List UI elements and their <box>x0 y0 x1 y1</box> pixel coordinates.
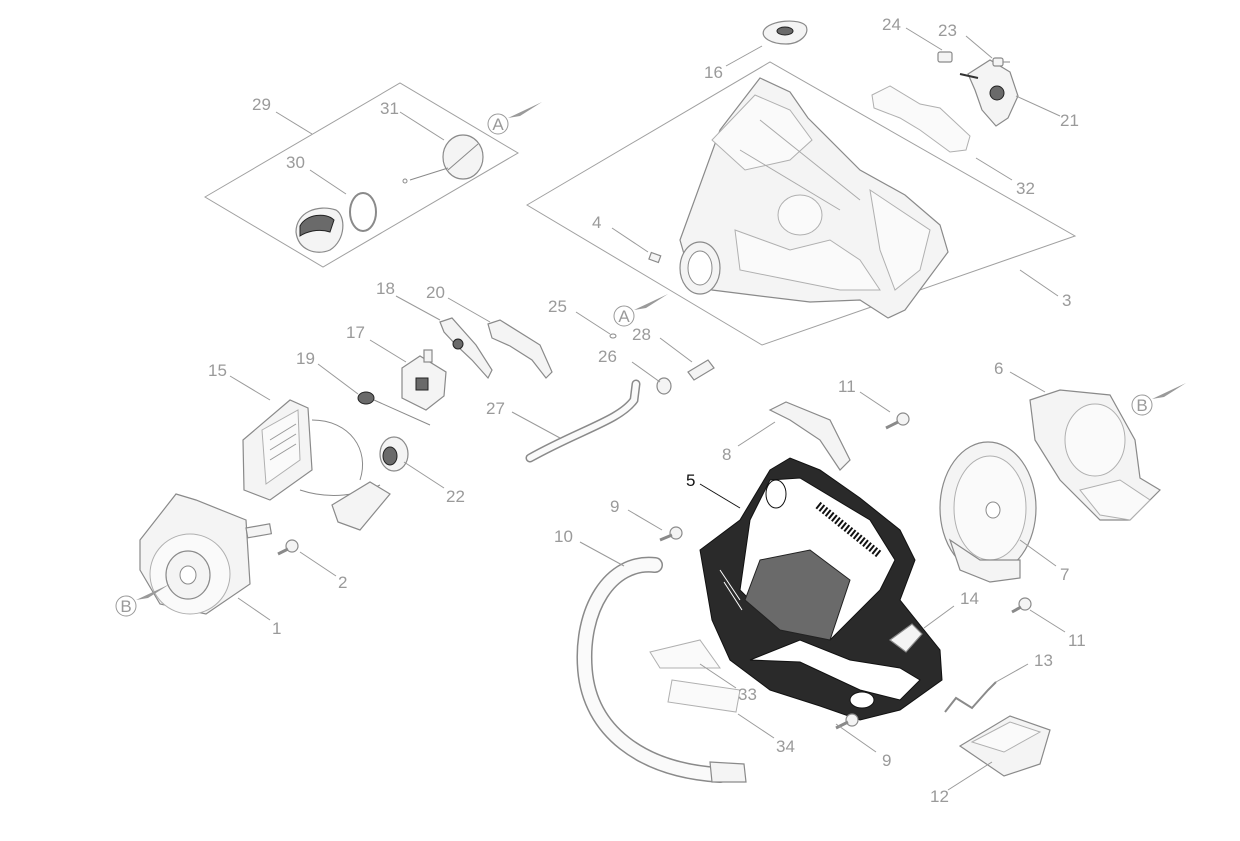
part-9-screw-lower[interactable] <box>835 713 859 730</box>
callout-33[interactable]: 33 <box>738 685 757 704</box>
callout-15[interactable]: 15 <box>208 361 227 380</box>
callout-30[interactable]: 30 <box>286 153 305 172</box>
callout-20[interactable]: 20 <box>426 283 445 302</box>
callout-4[interactable]: 4 <box>592 213 601 232</box>
part-17-switch[interactable] <box>401 349 447 411</box>
part-2-screw[interactable] <box>277 539 299 556</box>
callout-3[interactable]: 3 <box>1062 291 1071 310</box>
marker-a-middle: A <box>613 294 668 327</box>
marker-a-upper: A <box>487 102 542 135</box>
part-25-washer[interactable] <box>609 333 617 339</box>
callout-22[interactable]: 22 <box>446 487 465 506</box>
callout-24[interactable]: 24 <box>882 15 901 34</box>
kit-frame-29 <box>204 82 519 268</box>
part-19-spring[interactable] <box>357 391 431 426</box>
part-11-screw-upper[interactable] <box>885 412 910 430</box>
callout-11-upper[interactable]: 11 <box>838 377 856 396</box>
callout-9-upper[interactable]: 9 <box>610 497 619 516</box>
callout-16[interactable]: 16 <box>704 63 723 82</box>
part-14-clip[interactable] <box>888 623 923 653</box>
part-23-screw[interactable] <box>992 57 1010 67</box>
callout-18[interactable]: 18 <box>376 279 395 298</box>
callout-10[interactable]: 10 <box>554 527 573 546</box>
part-11-screw-lower[interactable] <box>1011 597 1032 614</box>
callout-23[interactable]: 23 <box>938 21 957 40</box>
callout-11-lower[interactable]: 11 <box>1068 631 1086 650</box>
marker-b-left: B <box>115 584 170 617</box>
callout-2[interactable]: 2 <box>338 573 347 592</box>
callout-7[interactable]: 7 <box>1060 565 1069 584</box>
callout-13[interactable]: 13 <box>1034 651 1053 670</box>
callout-31[interactable]: 31 <box>380 99 399 118</box>
callout-17[interactable]: 17 <box>346 323 365 342</box>
callout-21[interactable]: 21 <box>1060 111 1079 130</box>
part-28-nozzle[interactable] <box>687 359 715 381</box>
svg-text:A: A <box>492 115 504 134</box>
part-18-lever[interactable] <box>439 317 493 380</box>
part-24-clip[interactable] <box>937 51 953 63</box>
callout-14[interactable]: 14 <box>960 589 979 608</box>
callout-8[interactable]: 8 <box>722 445 731 464</box>
kit-frame-3 <box>526 61 1077 346</box>
callout-5[interactable]: 5 <box>686 471 695 490</box>
callout-12[interactable]: 12 <box>930 787 949 806</box>
callout-34[interactable]: 34 <box>776 737 795 756</box>
part-6-duct[interactable] <box>1029 389 1161 521</box>
part-5-handle-housing[interactable] <box>699 457 943 721</box>
part-20-bracket[interactable] <box>487 319 553 379</box>
part-34-label[interactable] <box>667 679 741 713</box>
callout-9-lower[interactable]: 9 <box>882 751 891 770</box>
callout-25[interactable]: 25 <box>548 297 567 316</box>
part-26-nut[interactable] <box>656 377 672 395</box>
svg-text:A: A <box>618 307 630 326</box>
part-7-fan-cover[interactable] <box>939 441 1037 583</box>
part-31-cap[interactable] <box>402 134 484 184</box>
part-1-motor[interactable] <box>139 493 273 615</box>
callout-29[interactable]: 29 <box>252 95 271 114</box>
callout-27[interactable]: 27 <box>486 399 505 418</box>
callout-1[interactable]: 1 <box>272 619 281 638</box>
callouts: 1 2 3 4 5 6 7 8 9 9 10 11 11 12 13 14 15… <box>208 15 1086 806</box>
callout-6[interactable]: 6 <box>994 359 1003 378</box>
part-9-screw-upper[interactable] <box>659 526 683 542</box>
part-29-filler[interactable] <box>295 207 344 253</box>
svg-text:B: B <box>120 597 131 616</box>
callout-32[interactable]: 32 <box>1016 179 1035 198</box>
part-33-label[interactable] <box>649 639 721 669</box>
part-8-trigger-bar[interactable] <box>768 401 851 471</box>
marker-b-right: B <box>1131 383 1186 416</box>
leader-lines <box>229 27 1066 791</box>
callout-28[interactable]: 28 <box>632 325 651 344</box>
part-13-wire[interactable] <box>944 681 997 713</box>
part-12-filter[interactable] <box>958 715 1051 777</box>
callout-19[interactable]: 19 <box>296 349 315 368</box>
part-22-bushing[interactable] <box>379 436 409 472</box>
part-21-valve[interactable] <box>959 59 1019 127</box>
callout-26[interactable]: 26 <box>598 347 617 366</box>
part-32-gasket[interactable] <box>871 85 971 153</box>
part-15-controller[interactable] <box>242 399 391 531</box>
part-16-grommet[interactable] <box>762 20 808 45</box>
part-10-hose[interactable] <box>576 556 747 783</box>
svg-text:B: B <box>1136 396 1147 415</box>
part-4-pin[interactable] <box>648 251 662 264</box>
part-27-tube[interactable] <box>525 379 641 463</box>
part-30-oring[interactable] <box>349 192 377 232</box>
part-3-housing[interactable] <box>679 77 949 319</box>
